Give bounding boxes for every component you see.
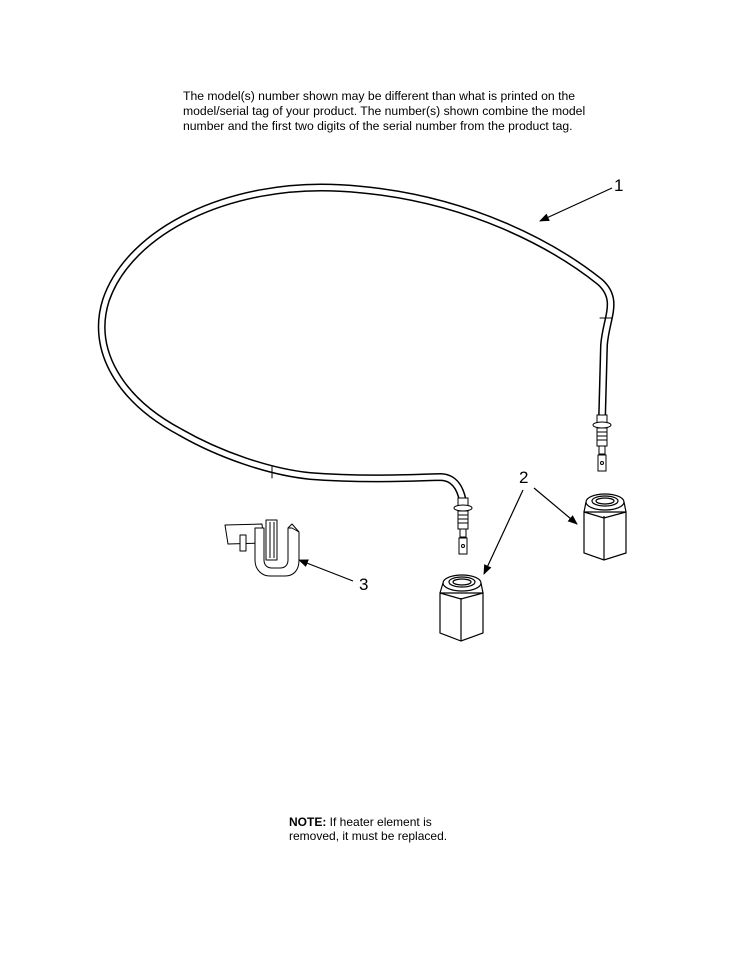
heater-element: [97, 183, 615, 506]
leader-arrow-1: [539, 187, 613, 222]
callout-3: 3: [359, 575, 368, 594]
disclaimer-line-3: number and the first two digits of the s…: [183, 119, 573, 133]
leader-arrow-2-left: [483, 489, 524, 575]
note-line-2: removed, it must be replaced.: [289, 829, 448, 843]
note-line-1: NOTE: If heater element is: [289, 815, 447, 829]
heater-terminal-right: [592, 414, 612, 472]
disclaimer-line-2: model/serial tag of your product. The nu…: [183, 104, 586, 118]
note-text: NOTE: If heater element is removed, it m…: [289, 815, 447, 843]
leader-lines: [298, 187, 613, 582]
note-label: NOTE:: [289, 815, 327, 829]
nut-left: [439, 574, 484, 642]
note-line-1-text: If heater element is: [326, 815, 432, 829]
clip: [224, 519, 300, 577]
callout-1: 1: [614, 176, 623, 195]
leader-arrow-2-right: [533, 487, 578, 525]
callout-2: 2: [519, 468, 528, 487]
heater-element-tube-fill: [99, 184, 614, 505]
disclaimer-text: The model(s) number shown may be differe…: [183, 89, 603, 134]
heater-terminal-left: [453, 497, 473, 555]
leader-arrow-3: [298, 559, 354, 582]
disclaimer-line-1: The model(s) number shown may be differe…: [183, 89, 576, 103]
heater-element-tube-outline: [97, 183, 615, 506]
nut-right: [583, 493, 627, 561]
